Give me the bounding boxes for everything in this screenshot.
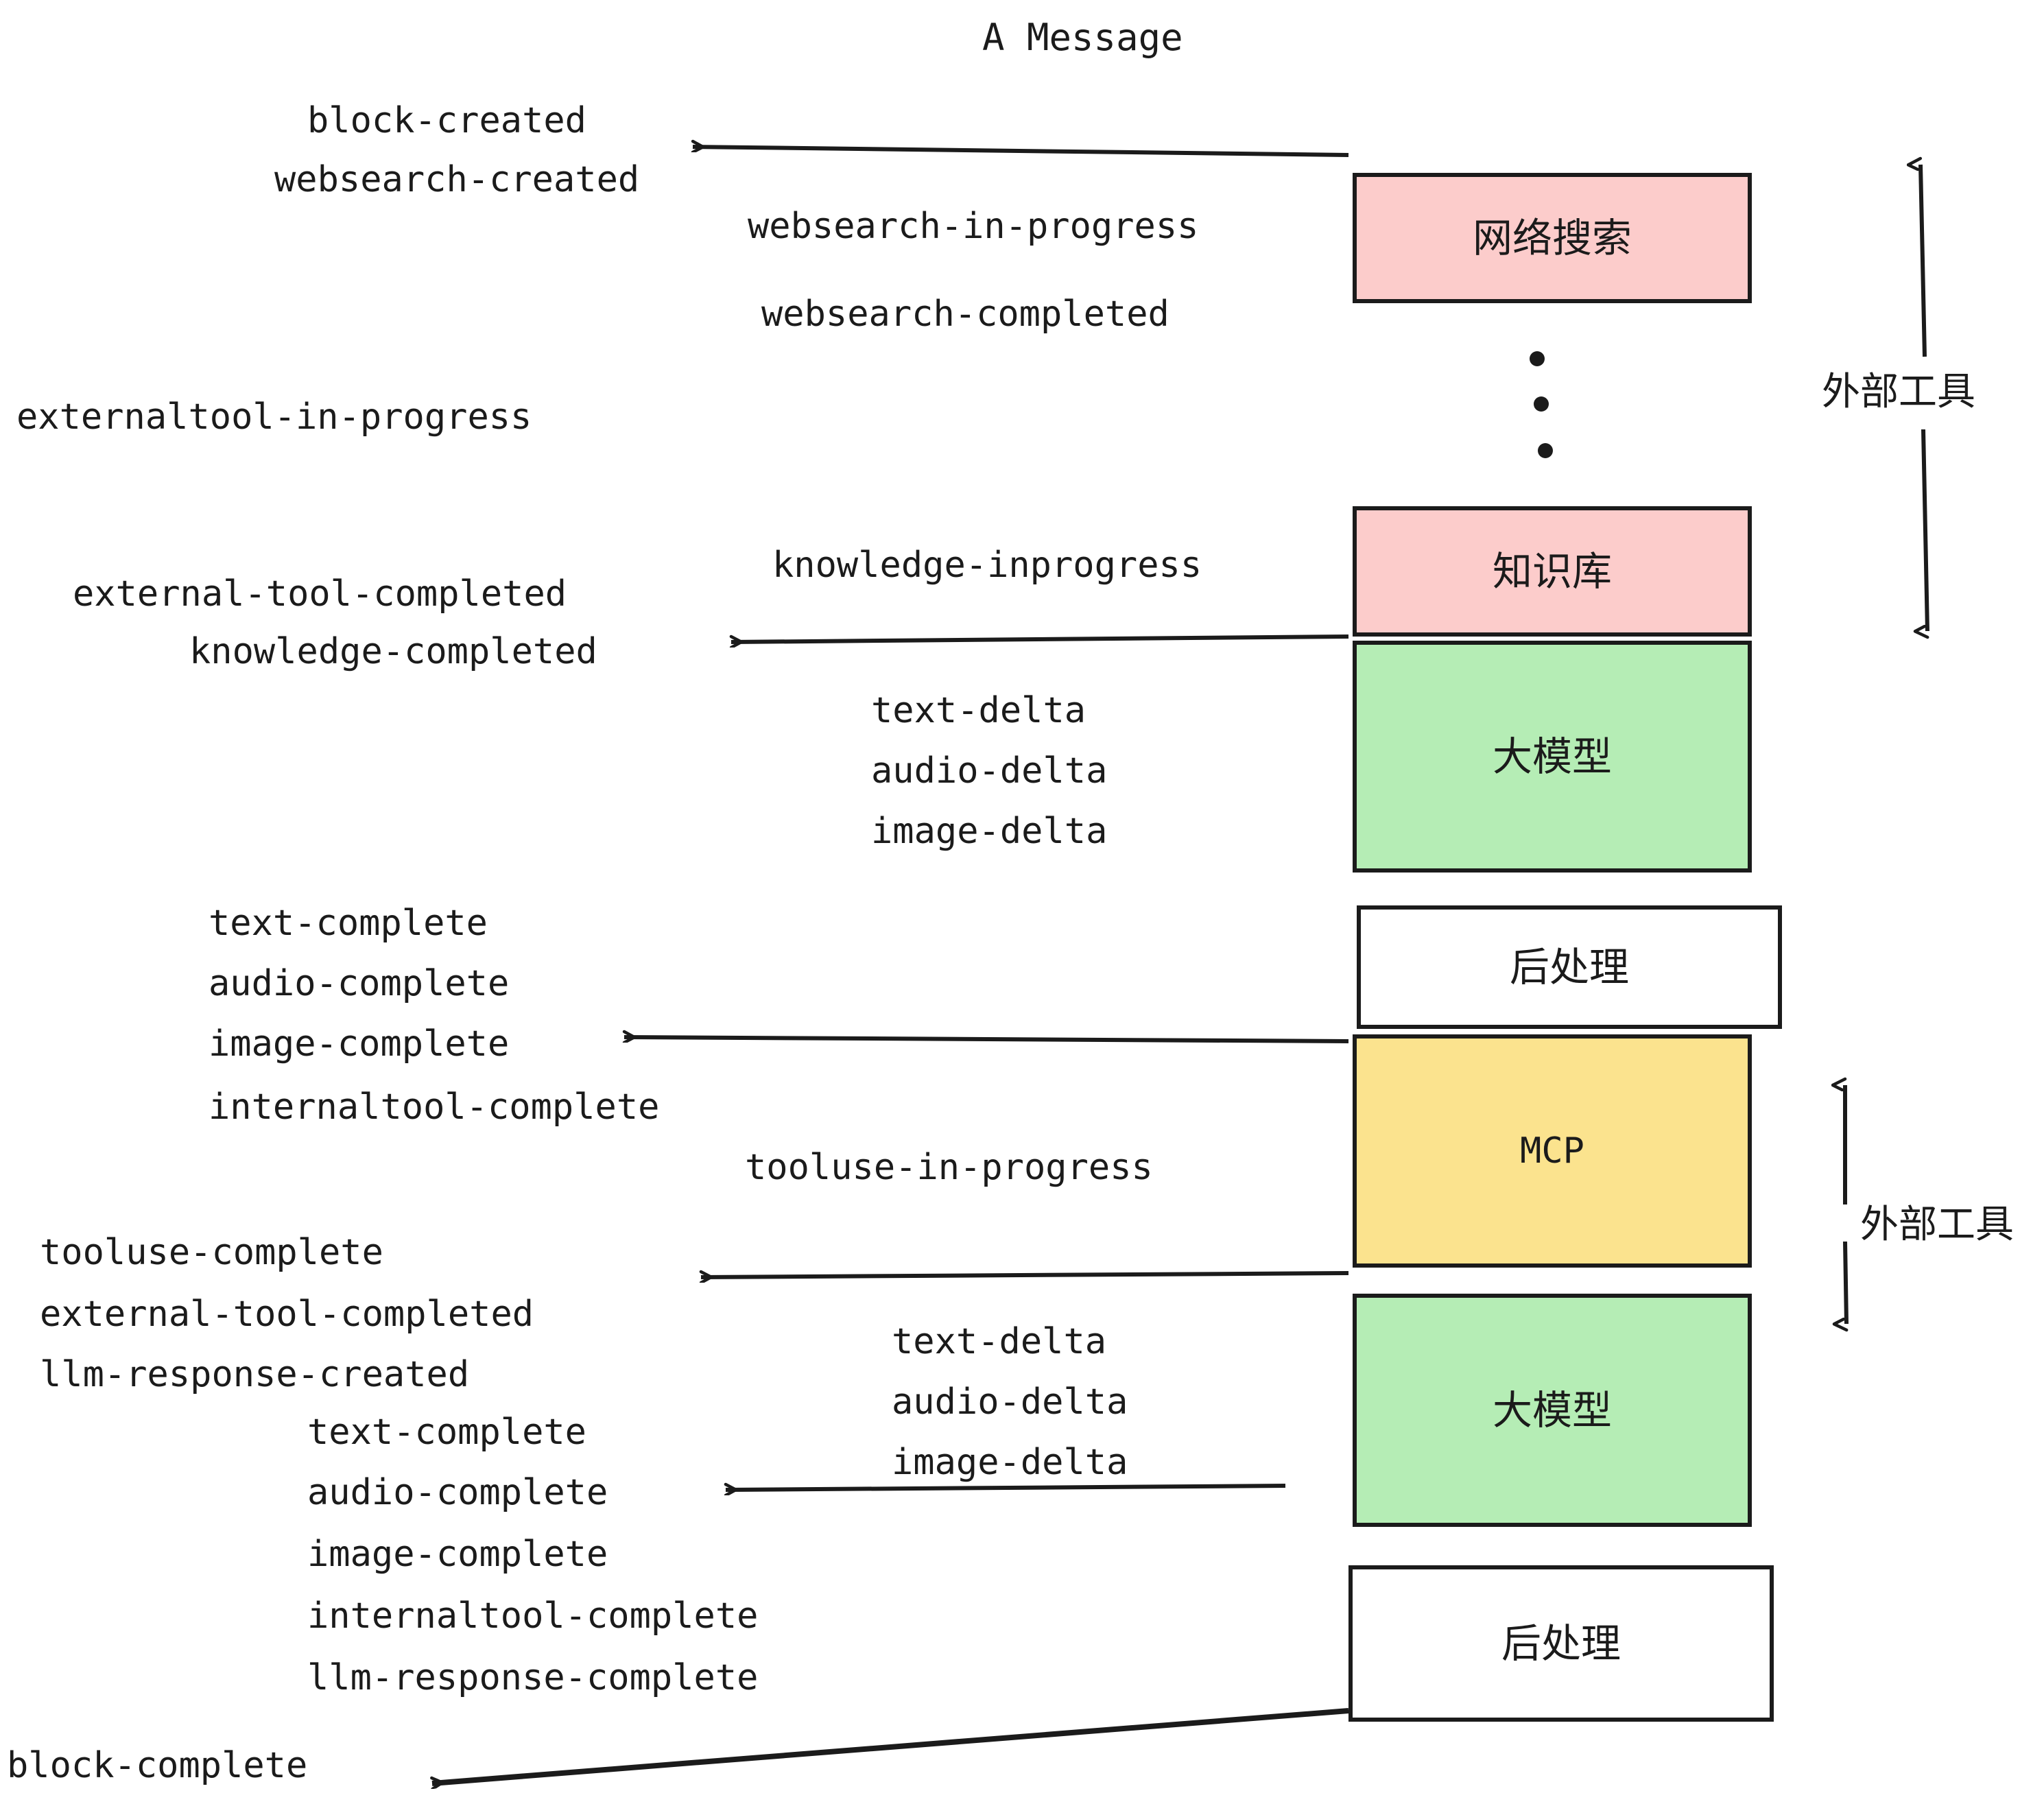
node-postprocess-2[interactable]: 后处理 (1348, 1565, 1774, 1722)
event-websearch-completed: websearch-completed (761, 294, 1169, 335)
node-postprocess-1-label: 后处理 (1509, 944, 1629, 990)
event-audio-delta-1: audio-delta (871, 750, 1108, 792)
node-websearch[interactable]: 网络搜索 (1353, 173, 1752, 303)
event-tooluse-complete: tooluse-complete (40, 1232, 383, 1273)
node-mcp-label: MCP (1520, 1130, 1584, 1172)
arrow-postproc-to-block-complete (432, 1708, 1349, 1783)
event-audio-complete-1: audio-complete (209, 963, 510, 1004)
node-llm-2-label: 大模型 (1492, 1387, 1612, 1434)
arrow-external-tools-bottom-down (1845, 1241, 1849, 1324)
event-internaltool-complete-1: internaltool-complete (209, 1087, 660, 1128)
event-text-complete-2: text-complete (307, 1412, 586, 1453)
event-llm-response-complete: llm-response-complete (307, 1657, 759, 1698)
node-postprocess-2-label: 后处理 (1501, 1620, 1621, 1667)
event-external-tool-completed-2: external-tool-completed (40, 1294, 534, 1335)
event-text-delta-1: text-delta (871, 690, 1086, 731)
event-image-complete-2: image-complete (307, 1534, 608, 1575)
event-audio-complete-2: audio-complete (307, 1472, 608, 1513)
event-audio-delta-2: audio-delta (892, 1381, 1128, 1423)
event-knowledge-inprogress: knowledge-inprogress (772, 545, 1202, 586)
side-label-external-tools-top: 外部工具 (1822, 370, 1975, 414)
node-llm-1[interactable]: 大模型 (1353, 641, 1752, 873)
arrow-mcp-to-tooluse-complete (701, 1273, 1349, 1277)
ellipsis-dot-1 (1530, 351, 1545, 366)
arrow-websearch-to-created (693, 147, 1349, 157)
event-block-created: block-created (307, 100, 586, 141)
arrow-external-tools-top-up (1921, 165, 1927, 357)
ellipsis-dot-2 (1534, 396, 1549, 412)
event-llm-response-created: llm-response-created (40, 1354, 470, 1395)
event-block-complete: block-complete (7, 1745, 308, 1786)
event-image-complete-1: image-complete (209, 1023, 510, 1065)
arrow-external-tools-top-down (1923, 429, 1929, 631)
event-text-complete-1: text-complete (209, 903, 488, 944)
node-postprocess-1[interactable]: 后处理 (1357, 905, 1782, 1029)
event-websearch-in-progress: websearch-in-progress (748, 206, 1199, 247)
arrow-llm2-to-audio-complete (726, 1486, 1286, 1490)
node-websearch-label: 网络搜索 (1472, 215, 1632, 261)
event-knowledge-completed: knowledge-completed (189, 631, 597, 672)
event-websearch-created: websearch-created (274, 159, 640, 200)
event-internaltool-complete-2: internaltool-complete (307, 1595, 759, 1637)
event-image-delta-1: image-delta (871, 811, 1108, 852)
event-image-delta-2: image-delta (892, 1442, 1128, 1483)
arrow-knowledge-to-completed (731, 634, 1349, 642)
event-tooluse-in-progress: tooluse-in-progress (745, 1147, 1153, 1188)
node-knowledge[interactable]: 知识库 (1353, 506, 1752, 637)
event-externaltool-in-progress: externaltool-in-progress (16, 396, 532, 438)
ellipsis-dot-3 (1538, 443, 1553, 458)
event-external-tool-completed-1: external-tool-completed (73, 573, 567, 615)
node-llm-2[interactable]: 大模型 (1353, 1294, 1752, 1527)
arrow-llm1-to-image-complete (624, 1037, 1349, 1043)
node-knowledge-label: 知识库 (1492, 548, 1612, 595)
event-text-delta-2: text-delta (892, 1321, 1107, 1362)
node-mcp[interactable]: MCP (1353, 1034, 1752, 1268)
diagram-title: A Message (982, 16, 1183, 59)
node-llm-1-label: 大模型 (1492, 733, 1612, 780)
side-label-external-tools-bottom: 外部工具 (1860, 1202, 2014, 1247)
